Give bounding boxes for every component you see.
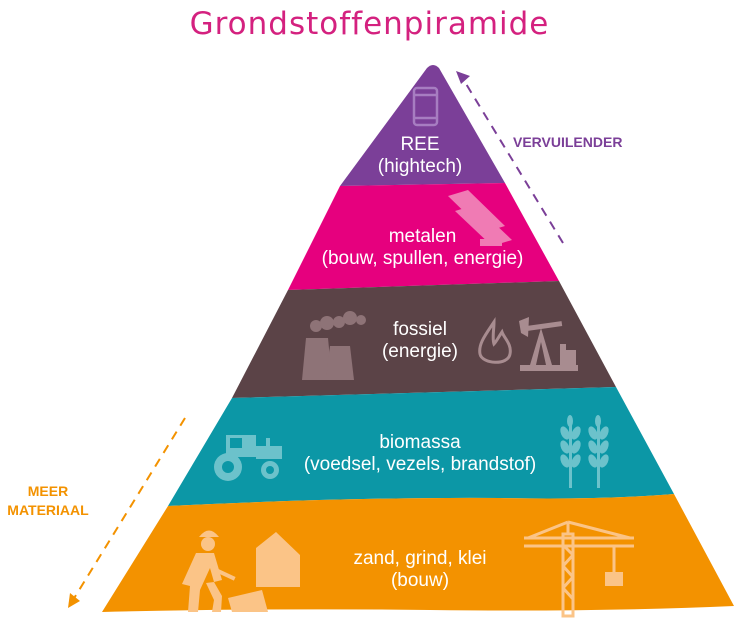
layer-biomassa-band: [168, 387, 674, 506]
layer-metalen-label: metalen (bouw, spullen, energie): [290, 226, 555, 270]
down-arrow-label: MEER MATERIAAL: [5, 482, 91, 520]
layer-fossiel-label: fossiel (energie): [340, 319, 500, 363]
power-plant-icon: [302, 311, 366, 380]
layer-fossiel-name: fossiel: [393, 319, 447, 340]
layer-zand-name: zand, grind, klei: [353, 548, 487, 569]
down-arrow-icon: [68, 417, 186, 608]
crane-load-icon: [605, 572, 623, 586]
up-arrow-icon: [456, 71, 564, 244]
building-icon: [256, 532, 300, 587]
flame-icon: [478, 317, 512, 364]
up-arrow-label: VERVUILENDER: [513, 134, 623, 150]
layer-zand-label: zand, grind, klei (bouw): [320, 548, 520, 592]
layer-metalen-name: metalen: [388, 226, 457, 247]
layer-metalen-detail: (bouw, spullen, energie): [321, 248, 524, 269]
down-arrow-label-line2: MATERIAAL: [7, 502, 89, 518]
pumpjack-icon: [519, 317, 578, 371]
down-arrow-label-line1: MEER: [27, 483, 69, 499]
layer-fossiel-detail: (energie): [381, 341, 459, 362]
layer-zand-detail: (bouw): [390, 570, 450, 591]
layer-ree-label: REE (hightech): [340, 134, 500, 178]
worker-shovel-icon: [182, 530, 268, 612]
layer-biomassa-label: biomassa (voedsel, vezels, brandstof): [270, 432, 570, 476]
layer-metalen-band: [288, 183, 559, 290]
diagram-title: Grondstoffenpiramide: [189, 6, 550, 42]
layer-biomassa-detail: (voedsel, vezels, brandstof): [303, 454, 537, 475]
layer-ree-detail: (hightech): [377, 156, 463, 177]
wheat-icon: [560, 415, 609, 488]
smartphone-icon: [412, 86, 439, 127]
layer-ree-name: REE: [400, 134, 440, 155]
steel-beam-icon: [448, 190, 512, 246]
crane-icon: [524, 520, 634, 618]
tractor-icon: [214, 435, 282, 481]
layer-biomassa-name: biomassa: [379, 432, 461, 453]
